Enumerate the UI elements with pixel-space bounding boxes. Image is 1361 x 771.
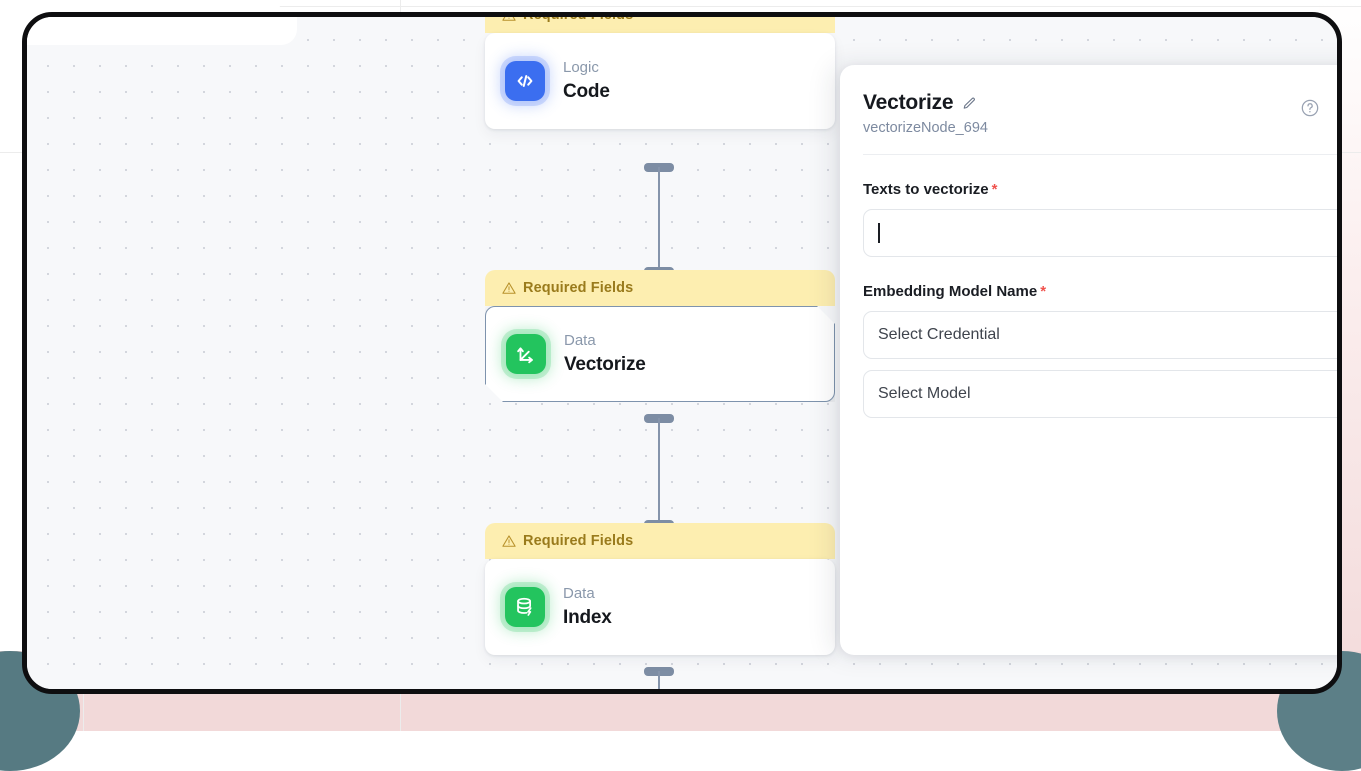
node-required-fields-banner: Required Fields bbox=[485, 12, 835, 33]
canvas-top-toolbar-panel bbox=[22, 12, 297, 45]
node-vectorize[interactable]: Required Fields Data Vectorize bbox=[485, 270, 835, 402]
select-model-dropdown[interactable]: Select Model bbox=[863, 370, 1342, 418]
node-config-panel: Vectorize vectorizeNode_694 bbox=[840, 65, 1342, 655]
field-label: Texts to vectorize* bbox=[863, 181, 997, 198]
select-model-value: Select Model bbox=[878, 385, 971, 403]
panel-node-id: vectorizeNode_694 bbox=[863, 120, 1342, 136]
node-required-fields-banner: Required Fields bbox=[485, 523, 835, 559]
field-texts-to-vectorize: Texts to vectorize* bbox=[863, 181, 1342, 257]
required-marker: * bbox=[992, 181, 998, 198]
edge-line bbox=[658, 418, 660, 522]
text-cursor bbox=[878, 223, 880, 243]
node-banner-label: Required Fields bbox=[523, 280, 633, 296]
vector-axes-icon bbox=[506, 334, 546, 374]
flow-canvas[interactable]: Required Fields Logic Code bbox=[27, 17, 1337, 689]
panel-title-row: Vectorize bbox=[863, 91, 1342, 115]
panel-title: Vectorize bbox=[863, 91, 953, 115]
database-bolt-icon bbox=[505, 587, 545, 627]
node-title-label: Index bbox=[563, 606, 612, 630]
node-title-label: Code bbox=[563, 80, 610, 104]
field-embedding-model-name: Embedding Model Name* Select Credential bbox=[863, 283, 1342, 418]
panel-header: Vectorize vectorizeNode_694 bbox=[863, 91, 1342, 155]
node-category-label: Data bbox=[563, 585, 612, 604]
node-index[interactable]: Required Fields Data Index bbox=[485, 523, 835, 655]
field-label: Embedding Model Name* bbox=[863, 283, 1046, 300]
field-label-text: Embedding Model Name bbox=[863, 283, 1037, 300]
node-category-label: Data bbox=[564, 332, 646, 351]
node-title-label: Vectorize bbox=[564, 353, 646, 377]
node-card[interactable]: Logic Code bbox=[485, 33, 835, 129]
node-card[interactable]: Data Index bbox=[485, 559, 835, 655]
chevron-down-icon bbox=[1335, 386, 1342, 402]
node-required-fields-banner: Required Fields bbox=[485, 270, 835, 306]
edge-line bbox=[658, 167, 660, 271]
texts-to-vectorize-input[interactable] bbox=[863, 209, 1342, 257]
warning-triangle-icon bbox=[502, 12, 516, 22]
field-label-text: Texts to vectorize bbox=[863, 181, 989, 198]
field-label-row: Texts to vectorize* bbox=[863, 181, 1342, 198]
app-window-frame: Required Fields Logic Code bbox=[22, 12, 1342, 694]
edge-line bbox=[658, 671, 660, 694]
node-category-label: Logic bbox=[563, 59, 610, 78]
select-credential-value: Select Credential bbox=[878, 326, 1000, 344]
panel-header-actions bbox=[1299, 97, 1342, 119]
node-banner-label: Required Fields bbox=[523, 533, 633, 549]
warning-triangle-icon bbox=[502, 281, 516, 295]
node-code[interactable]: Required Fields Logic Code bbox=[485, 12, 835, 129]
code-brackets-icon bbox=[505, 61, 545, 101]
pencil-icon[interactable] bbox=[962, 96, 977, 111]
warning-triangle-icon bbox=[502, 534, 516, 548]
chevron-down-icon bbox=[1335, 327, 1342, 343]
node-card[interactable]: Data Vectorize bbox=[485, 306, 835, 402]
node-banner-label: Required Fields bbox=[523, 12, 633, 23]
select-credential-dropdown[interactable]: Select Credential bbox=[863, 311, 1342, 359]
field-label-row: Embedding Model Name* bbox=[863, 283, 1342, 300]
question-circle-icon[interactable] bbox=[1299, 97, 1321, 119]
required-marker: * bbox=[1040, 283, 1046, 300]
